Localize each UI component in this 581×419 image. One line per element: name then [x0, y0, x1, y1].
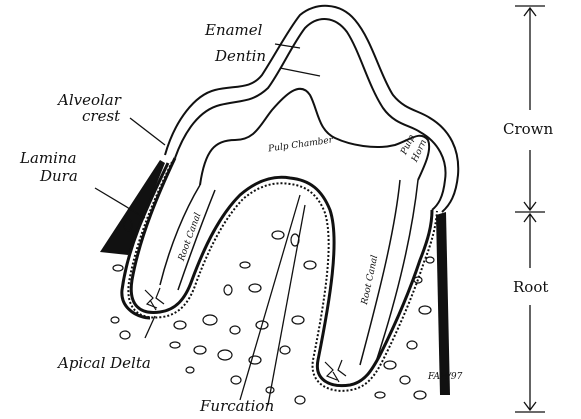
label-furcation: Furcation [200, 398, 274, 414]
label-alveolar-crest-1: Alveolar [58, 92, 121, 108]
root-outline [131, 158, 432, 386]
apical-delta-right [325, 360, 346, 382]
label-root: Root [513, 278, 548, 296]
label-lamina-dura-1: Lamina [20, 150, 77, 166]
label-crown: Crown [503, 120, 553, 138]
label-lamina-dura-2: Dura [40, 168, 78, 184]
alveolar-bone-right [436, 212, 450, 395]
root-hatch [128, 162, 437, 391]
label-apical-delta: Apical Delta [58, 355, 151, 371]
label-enamel: Enamel [205, 22, 262, 38]
label-alveolar-crest-2: crest [82, 108, 120, 124]
scale-bar [515, 6, 545, 412]
label-dentin: Dentin [215, 48, 266, 64]
artist-signature: FAH/97 [428, 372, 462, 382]
apical-delta-left [145, 288, 164, 310]
